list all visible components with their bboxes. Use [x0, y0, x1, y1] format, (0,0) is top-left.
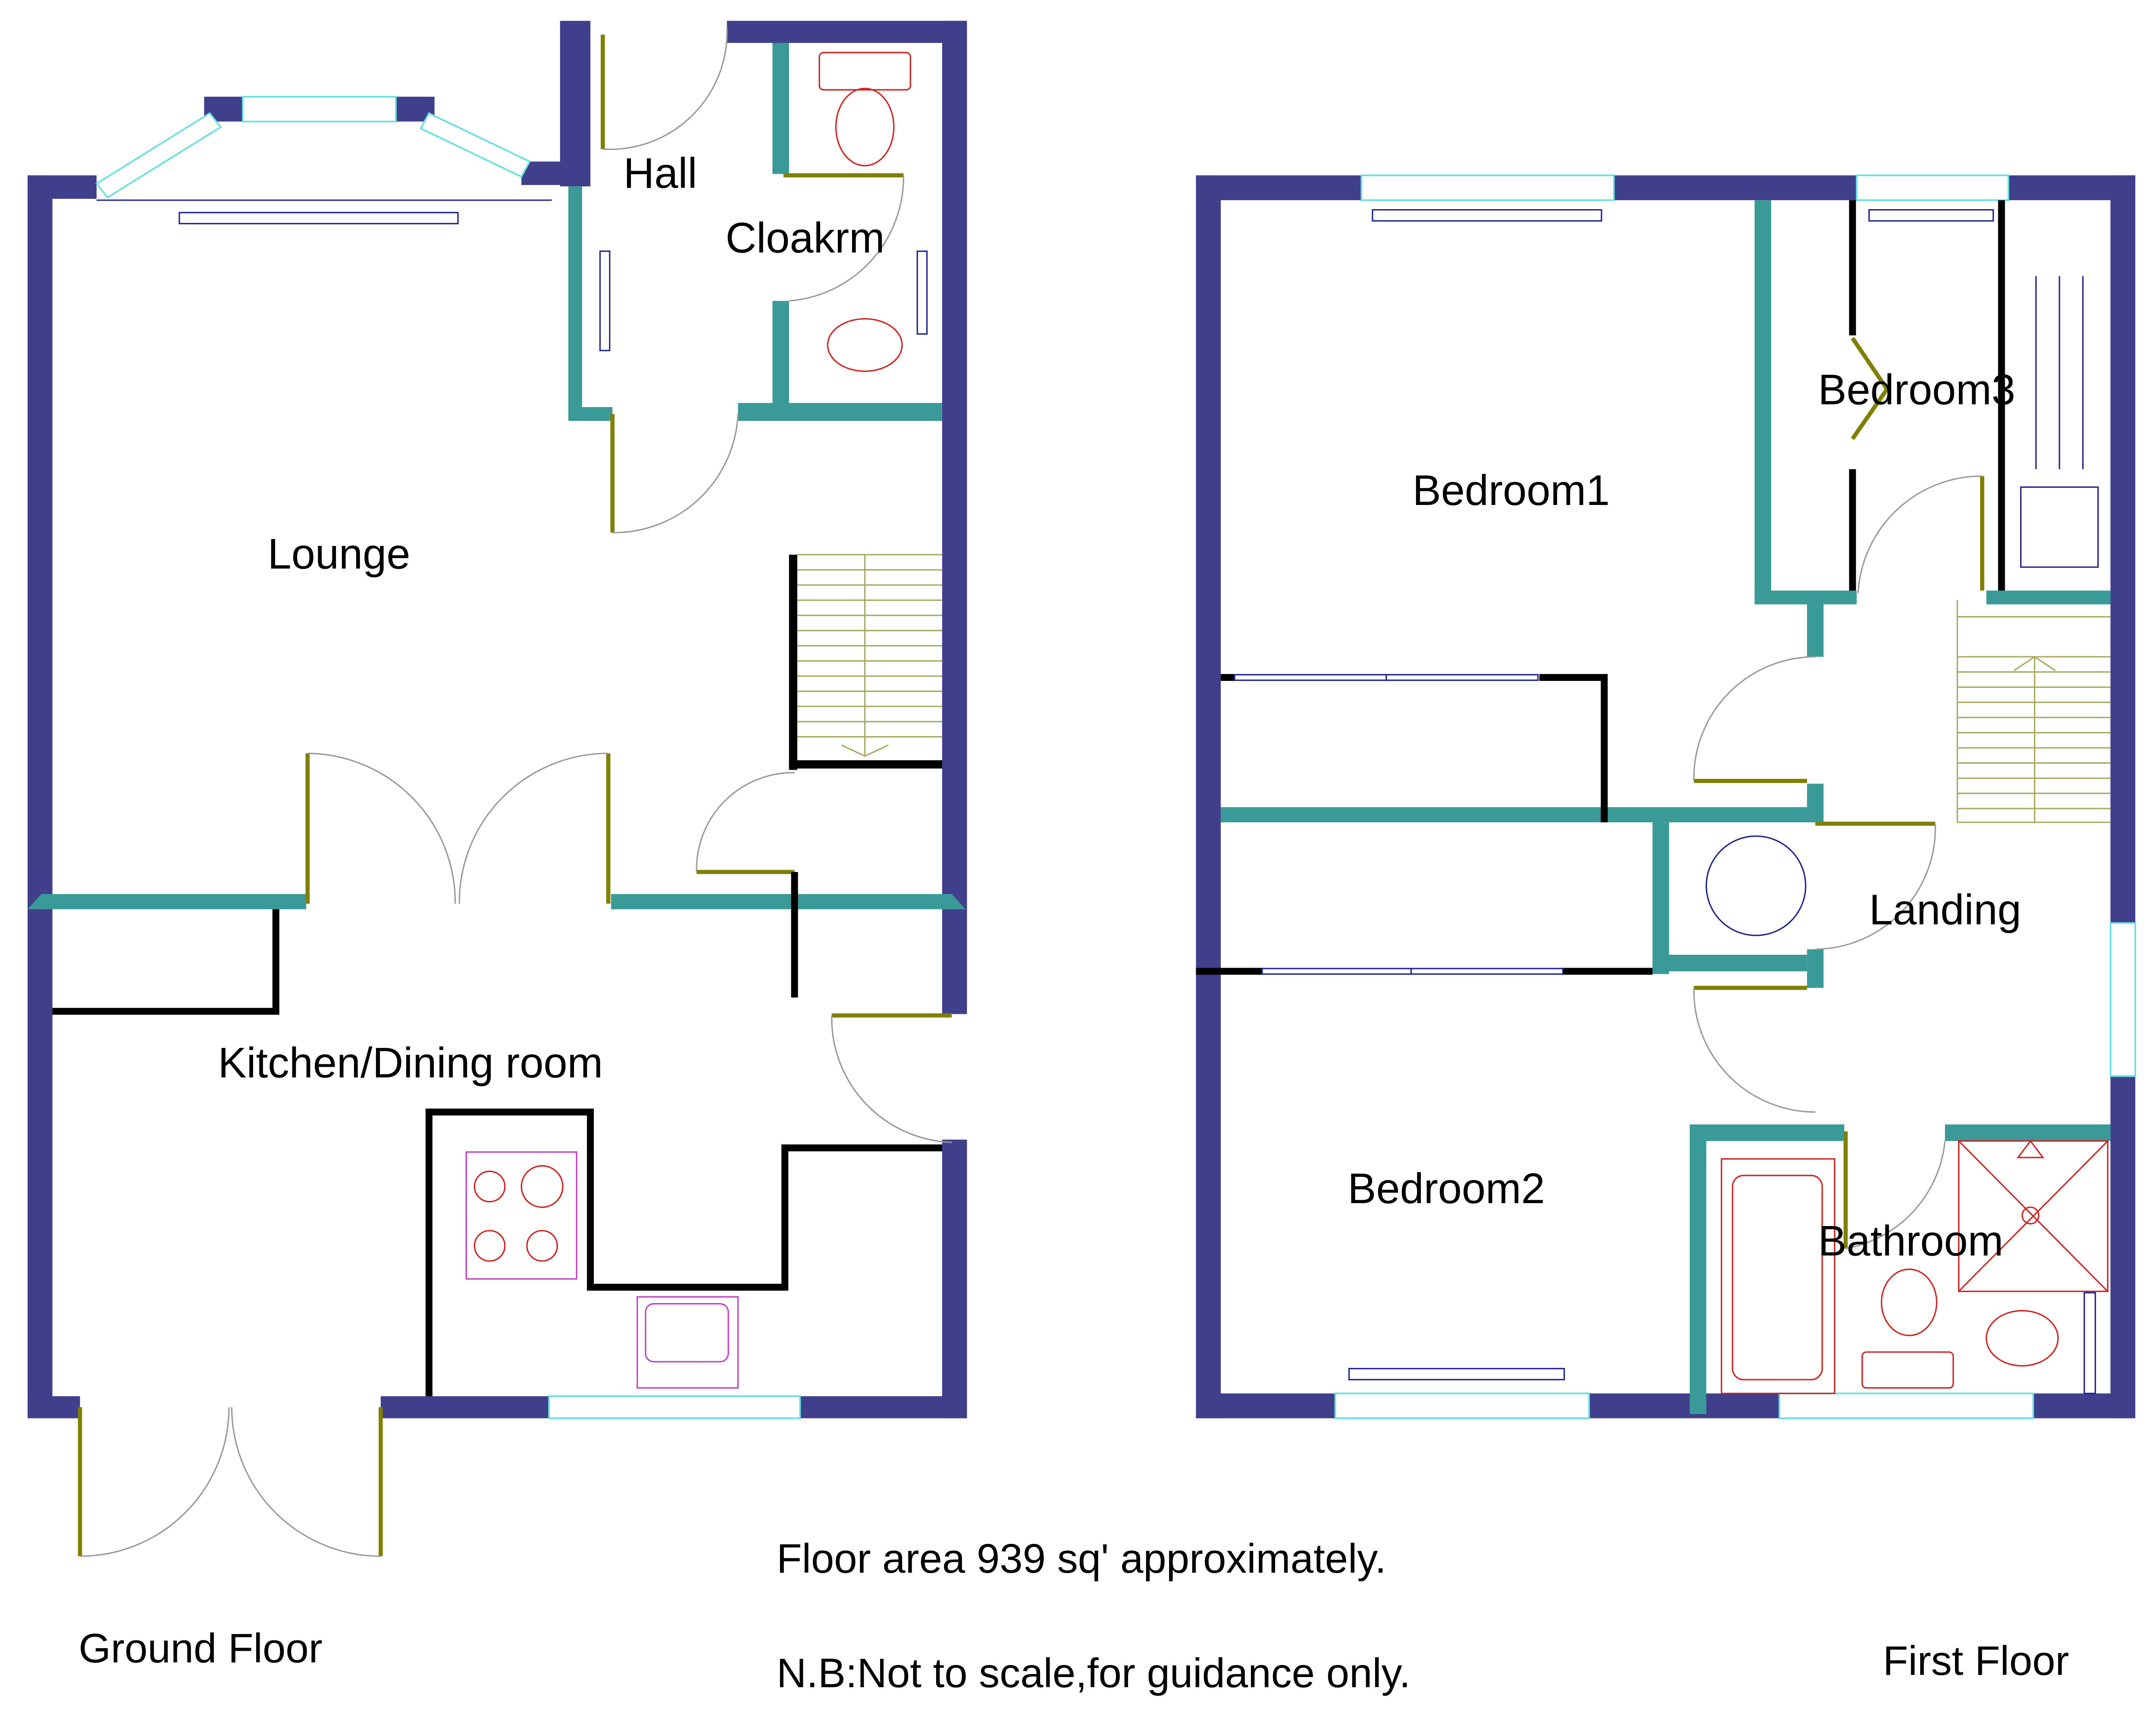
airing-cupboard-shelves — [2020, 276, 2099, 568]
room-label-kitchen-dining: Kitchen/Dining room — [218, 1039, 603, 1087]
ground-external-walls — [27, 21, 967, 1418]
hot-water-cylinder — [1705, 835, 1807, 936]
room-label-bedroom3: Bedroom3 — [1818, 366, 2015, 414]
room-label-lounge: Lounge — [268, 530, 411, 578]
ground-stairs — [789, 554, 942, 770]
ground-doors — [78, 28, 952, 1557]
first-stairs — [1956, 600, 2111, 823]
cloakroom-fixtures — [599, 52, 928, 372]
first-doors — [1693, 337, 1984, 1249]
bathroom-fixtures — [1720, 1140, 2109, 1394]
first-radiators — [1348, 209, 2096, 1394]
first-external-walls — [1196, 175, 2136, 1418]
ground-floor-label: Ground Floor — [78, 1625, 322, 1671]
lounge-radiator — [179, 212, 459, 225]
ground-floor: Lounge Hall Cloakrm Kitchen/Dining room … — [27, 21, 967, 1671]
first-black-walls — [1196, 200, 2005, 975]
kitchen-units — [52, 872, 942, 1396]
room-label-cloakroom: Cloakrm — [726, 214, 885, 262]
kitchen-sink — [636, 1296, 739, 1389]
first-windows — [1334, 174, 2136, 1419]
ground-internal-walls — [27, 43, 966, 909]
room-label-bedroom2: Bedroom2 — [1348, 1165, 1545, 1213]
hob — [465, 1151, 577, 1280]
floor-area-note: Floor area 939 sq' approximately. — [777, 1536, 1386, 1582]
room-label-bedroom1: Bedroom1 — [1413, 467, 1610, 514]
room-label-hall: Hall — [624, 149, 697, 197]
kitchen-window — [548, 1395, 801, 1419]
first-internal-walls — [1221, 200, 2111, 1414]
first-floor: Bedroom1 Bedroom3 Landing Bedroom2 Bathr… — [1196, 174, 2136, 1684]
disclaimer-note: N.B:Not to scale,for guidance only. — [777, 1650, 1410, 1696]
room-label-landing: Landing — [1869, 886, 2021, 934]
first-floor-label: First Floor — [1883, 1638, 2069, 1684]
bay-window — [95, 96, 552, 201]
bath — [1720, 1158, 1836, 1394]
room-label-bathroom: Bathroom — [1818, 1217, 2003, 1265]
wardrobe-sliding-doors — [1234, 674, 1564, 975]
